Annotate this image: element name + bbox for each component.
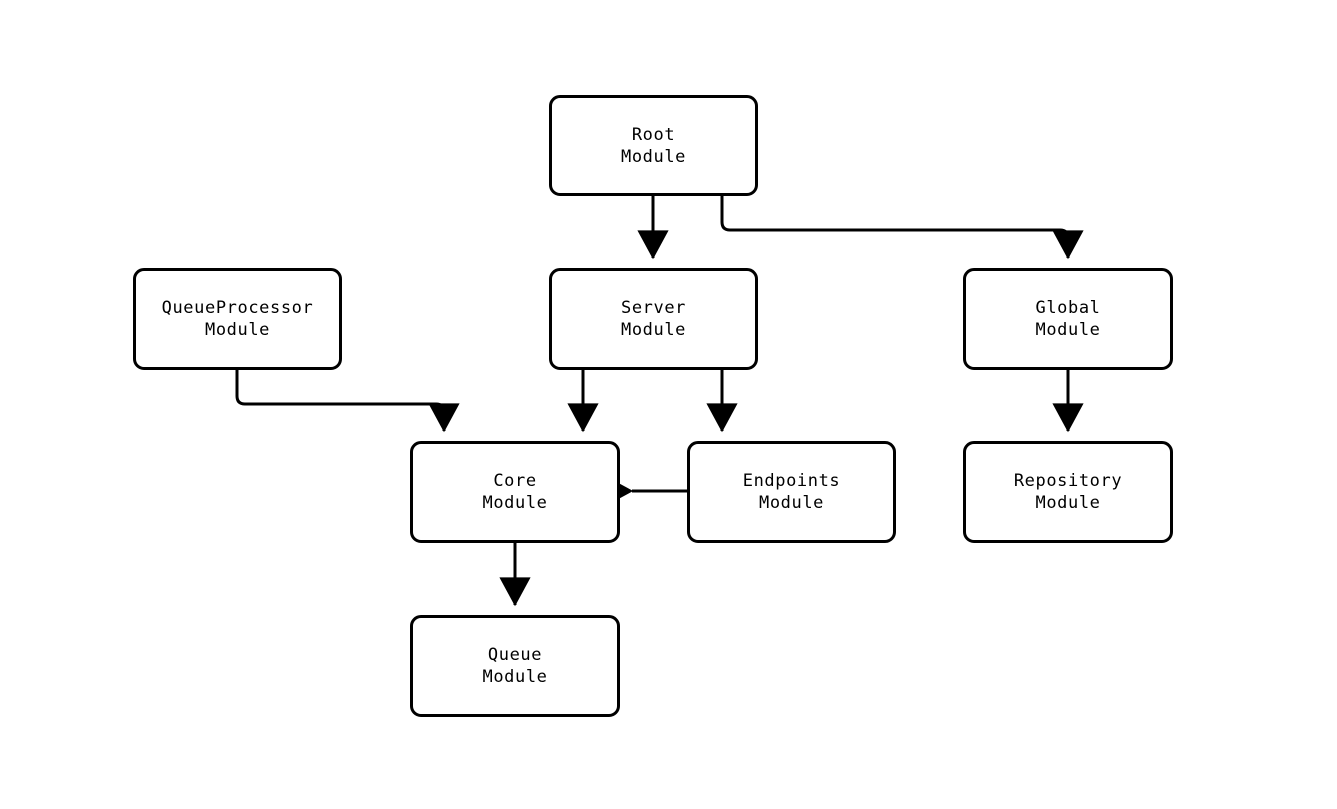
queue-module[interactable]: Queue Module [410,615,620,717]
server-module-label-line1: Server [620,298,686,318]
server-module[interactable]: Server Module [549,268,758,370]
root-module-label-line1: Root [631,124,676,145]
global-module[interactable]: Global Module [963,268,1173,370]
edge-root-to-global [720,196,1084,260]
root-module[interactable]: Root Module [549,95,758,196]
repository-module-label-line2: Module [1035,493,1101,513]
queueprocessor-module[interactable]: QueueProcessor Module [133,268,342,370]
global-module-label-line2: Module [1035,320,1101,340]
edge-queueprocessor-to-core [235,370,460,433]
root-module-label-line2: Module [620,146,686,167]
endpoints-module-label-line1: Endpoints [742,471,841,491]
queue-module-label-line1: Queue [487,645,543,665]
queueprocessor-module-label-line1: QueueProcessor [161,298,314,318]
queueprocessor-module-label-line2: Module [204,320,270,340]
core-module-label-line2: Module [482,493,548,513]
core-module-label-line1: Core [493,471,537,491]
core-module[interactable]: Core Module [410,441,620,543]
server-module-label-line2: Module [620,320,686,340]
queue-module-label-line2: Module [482,667,548,687]
repository-module-label-line1: Repository [1013,471,1123,491]
repository-module[interactable]: Repository Module [963,441,1173,543]
endpoints-module-label-line2: Module [758,493,824,513]
endpoints-module[interactable]: Endpoints Module [687,441,896,543]
global-module-label-line1: Global [1035,298,1101,318]
